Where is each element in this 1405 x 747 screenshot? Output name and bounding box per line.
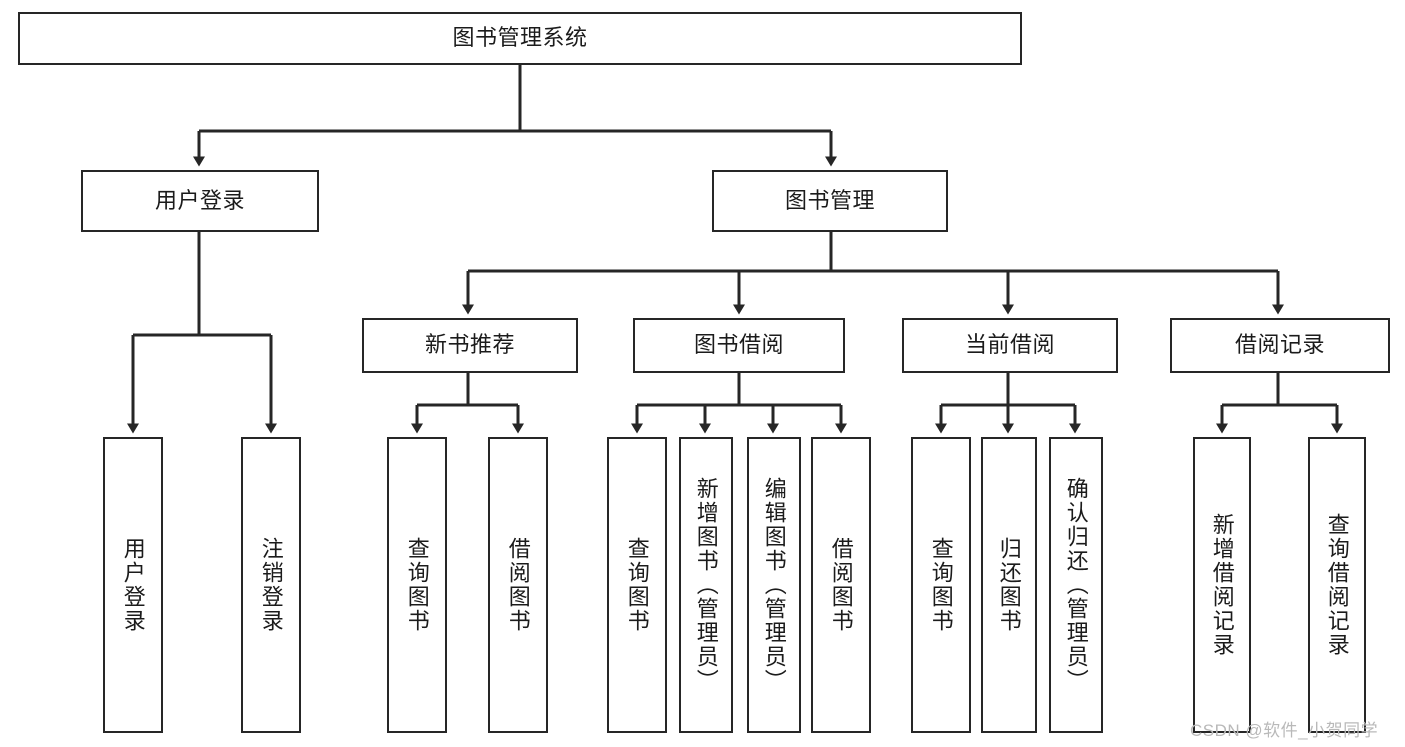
leaf-borrow-book-1[interactable]: 借阅图书 (488, 437, 548, 733)
leaf-add-book[interactable]: 新增图书（管理员） (679, 437, 733, 733)
leaf-edit-book[interactable]: 编辑图书（管理员） (747, 437, 801, 733)
leaf-query-book-1-label: 查询图书 (404, 537, 430, 633)
leaf-return-book-label: 归还图书 (996, 537, 1022, 633)
node-new-book-recommend[interactable]: 新书推荐 (362, 318, 578, 373)
node-borrow-record[interactable]: 借阅记录 (1170, 318, 1390, 373)
leaf-add-record[interactable]: 新增借阅记录 (1193, 437, 1251, 733)
leaf-logout-login[interactable]: 注销登录 (241, 437, 301, 733)
leaf-query-record[interactable]: 查询借阅记录 (1308, 437, 1366, 733)
node-current-borrow-label: 当前借阅 (964, 332, 1055, 358)
node-book-management[interactable]: 图书管理 (712, 170, 948, 232)
leaf-add-record-label: 新增借阅记录 (1209, 513, 1235, 657)
leaf-user-login[interactable]: 用户登录 (103, 437, 163, 733)
leaf-borrow-book-2[interactable]: 借阅图书 (811, 437, 871, 733)
node-book-borrow[interactable]: 图书借阅 (633, 318, 845, 373)
leaf-query-record-label: 查询借阅记录 (1324, 513, 1350, 657)
leaf-logout-login-label: 注销登录 (258, 537, 284, 633)
node-new-book-recommend-label: 新书推荐 (424, 332, 515, 358)
csdn-watermark: CSDN @软件_小贺同学 (1190, 721, 1379, 740)
node-current-borrow[interactable]: 当前借阅 (902, 318, 1118, 373)
node-borrow-record-label: 借阅记录 (1234, 332, 1325, 358)
leaf-user-login-label: 用户登录 (120, 537, 146, 633)
leaf-query-book-2-label: 查询图书 (624, 537, 650, 633)
leaf-query-book-3[interactable]: 查询图书 (911, 437, 971, 733)
node-root[interactable]: 图书管理系统 (18, 12, 1022, 65)
leaf-query-book-3-label: 查询图书 (928, 537, 954, 633)
leaf-add-book-label: 新增图书（管理员） (693, 477, 719, 693)
leaf-edit-book-label: 编辑图书（管理员） (761, 477, 787, 693)
leaf-confirm-return[interactable]: 确认归还（管理员） (1049, 437, 1103, 733)
leaf-confirm-return-label: 确认归还（管理员） (1063, 477, 1089, 693)
leaf-borrow-book-1-label: 借阅图书 (505, 537, 531, 633)
leaf-query-book-1[interactable]: 查询图书 (387, 437, 447, 733)
leaf-query-book-2[interactable]: 查询图书 (607, 437, 667, 733)
node-user-login[interactable]: 用户登录 (81, 170, 319, 232)
node-book-management-label: 图书管理 (784, 187, 875, 213)
leaf-borrow-book-2-label: 借阅图书 (828, 537, 854, 633)
node-user-login-label: 用户登录 (154, 187, 245, 213)
node-book-borrow-label: 图书借阅 (693, 332, 784, 358)
leaf-return-book[interactable]: 归还图书 (981, 437, 1037, 733)
node-root-label: 图书管理系统 (452, 25, 588, 51)
